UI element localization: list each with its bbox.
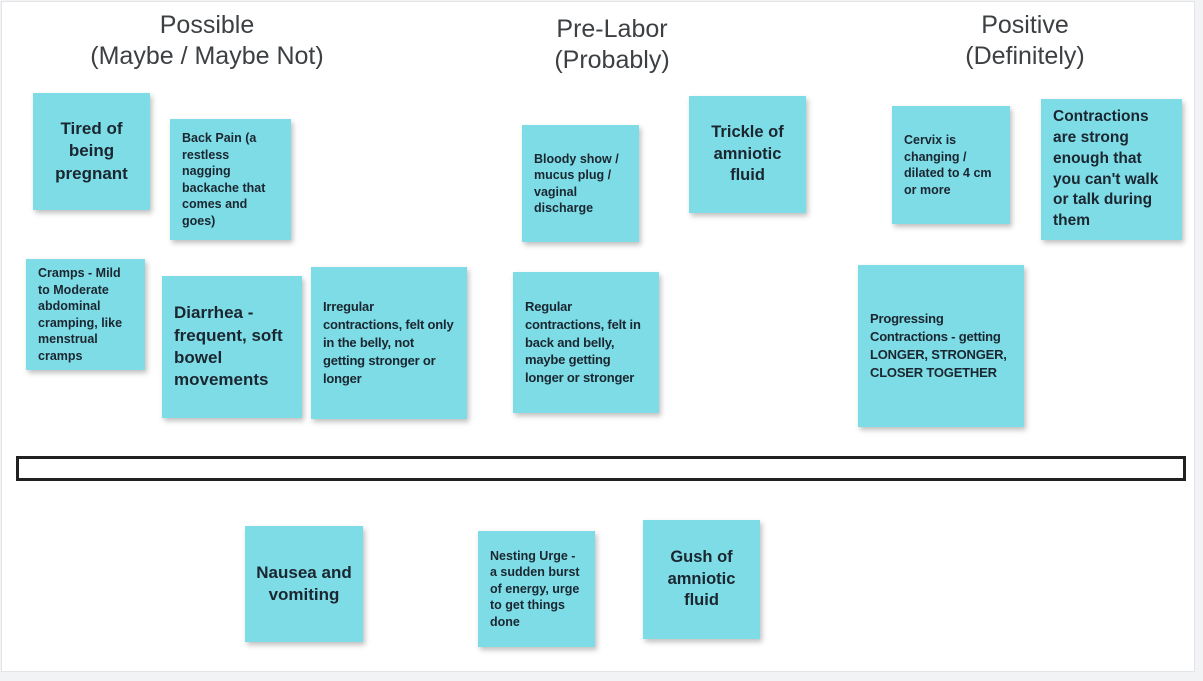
sticky-note-text: Back Pain (a restless nagging backache t… — [182, 131, 266, 228]
sticky-note-text: Cramps - Mild to Moderate abdominal cram… — [38, 266, 123, 363]
sticky-note-text: Trickle of amniotic fluid — [711, 122, 784, 185]
column-header-positive: Positive (Definitely) — [965, 11, 1085, 70]
sticky-note-text: Regular contractions, felt in back and b… — [525, 298, 641, 386]
sticky-note-regular-contractions[interactable]: Regular contractions, felt in back and b… — [513, 272, 659, 413]
sticky-note-text: Contractions are strong enough that you … — [1053, 107, 1159, 230]
sticky-note-diarrhea[interactable]: Diarrhea - frequent, soft bowel movement… — [162, 276, 302, 418]
sticky-note-text: Nausea and vomiting — [256, 562, 352, 604]
sticky-note-nausea-vomiting[interactable]: Nausea and vomiting — [245, 526, 363, 642]
sticky-note-cramps[interactable]: Cramps - Mild to Moderate abdominal cram… — [26, 259, 145, 370]
sticky-note-bloody-show[interactable]: Bloody show / mucus plug / vaginal disch… — [522, 125, 639, 242]
column-header-pre-labor: Pre-Labor (Probably) — [554, 15, 670, 74]
sticky-note-tired-of-being-pregnant[interactable]: Tired of being pregnant — [33, 93, 150, 210]
sticky-note-gush-of-amniotic-fluid[interactable]: Gush of amniotic fluid — [643, 520, 760, 639]
sticky-note-irregular-contractions[interactable]: Irregular contractions, felt only in the… — [311, 267, 467, 419]
sticky-note-progressing-contractions[interactable]: Progressing Contractions - getting LONGE… — [858, 265, 1024, 427]
sticky-note-text: Gush of amniotic fluid — [667, 547, 736, 610]
sticky-note-text: Nesting Urge - a sudden burst of energy,… — [490, 548, 580, 629]
sticky-note-text: Tired of being pregnant — [55, 118, 128, 183]
sticky-note-back-pain[interactable]: Back Pain (a restless nagging backache t… — [170, 119, 291, 240]
sticky-note-nesting-urge[interactable]: Nesting Urge - a sudden burst of energy,… — [478, 531, 595, 647]
sticky-note-text: Diarrhea - frequent, soft bowel movement… — [174, 303, 283, 390]
sticky-note-text: Bloody show / mucus plug / vaginal disch… — [534, 151, 619, 216]
column-header-possible: Possible (Maybe / Maybe Not) — [90, 11, 324, 70]
timeline-bar[interactable] — [16, 456, 1186, 481]
sticky-note-cervix-changing[interactable]: Cervix is changing / dilated to 4 cm or … — [892, 106, 1010, 224]
sticky-note-trickle-of-amniotic-fluid[interactable]: Trickle of amniotic fluid — [689, 96, 806, 213]
sticky-note-text: Irregular contractions, felt only in the… — [323, 299, 454, 386]
sticky-note-text: Cervix is changing / dilated to 4 cm or … — [904, 133, 992, 197]
whiteboard-canvas: Possible (Maybe / Maybe Not) Pre-Labor (… — [1, 1, 1195, 672]
sticky-note-text: Progressing Contractions - getting LONGE… — [870, 311, 1007, 380]
sticky-note-strong-contractions[interactable]: Contractions are strong enough that you … — [1041, 99, 1182, 240]
